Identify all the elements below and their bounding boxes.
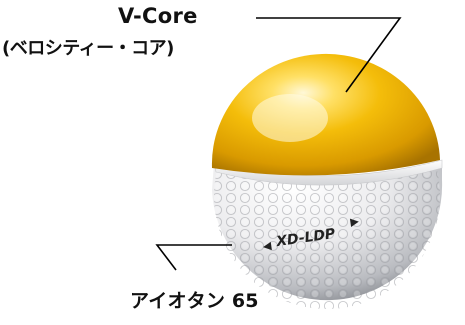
mantle-leader-line <box>155 244 232 271</box>
core-label-line1: V-Core <box>118 4 198 28</box>
ball-print-arrow-right: ▶ <box>349 214 360 228</box>
outer-shell-hemisphere: XD-LDP ◀ ▶ <box>212 159 443 309</box>
v-core-hemisphere <box>211 53 440 176</box>
ball-print-arrow-left: ◀ <box>262 239 273 253</box>
mantle-label: アイオタン 65 <box>130 290 259 312</box>
core-label-line2: (ベロシティー・コア) <box>2 38 174 59</box>
core-leader-line <box>256 17 402 93</box>
